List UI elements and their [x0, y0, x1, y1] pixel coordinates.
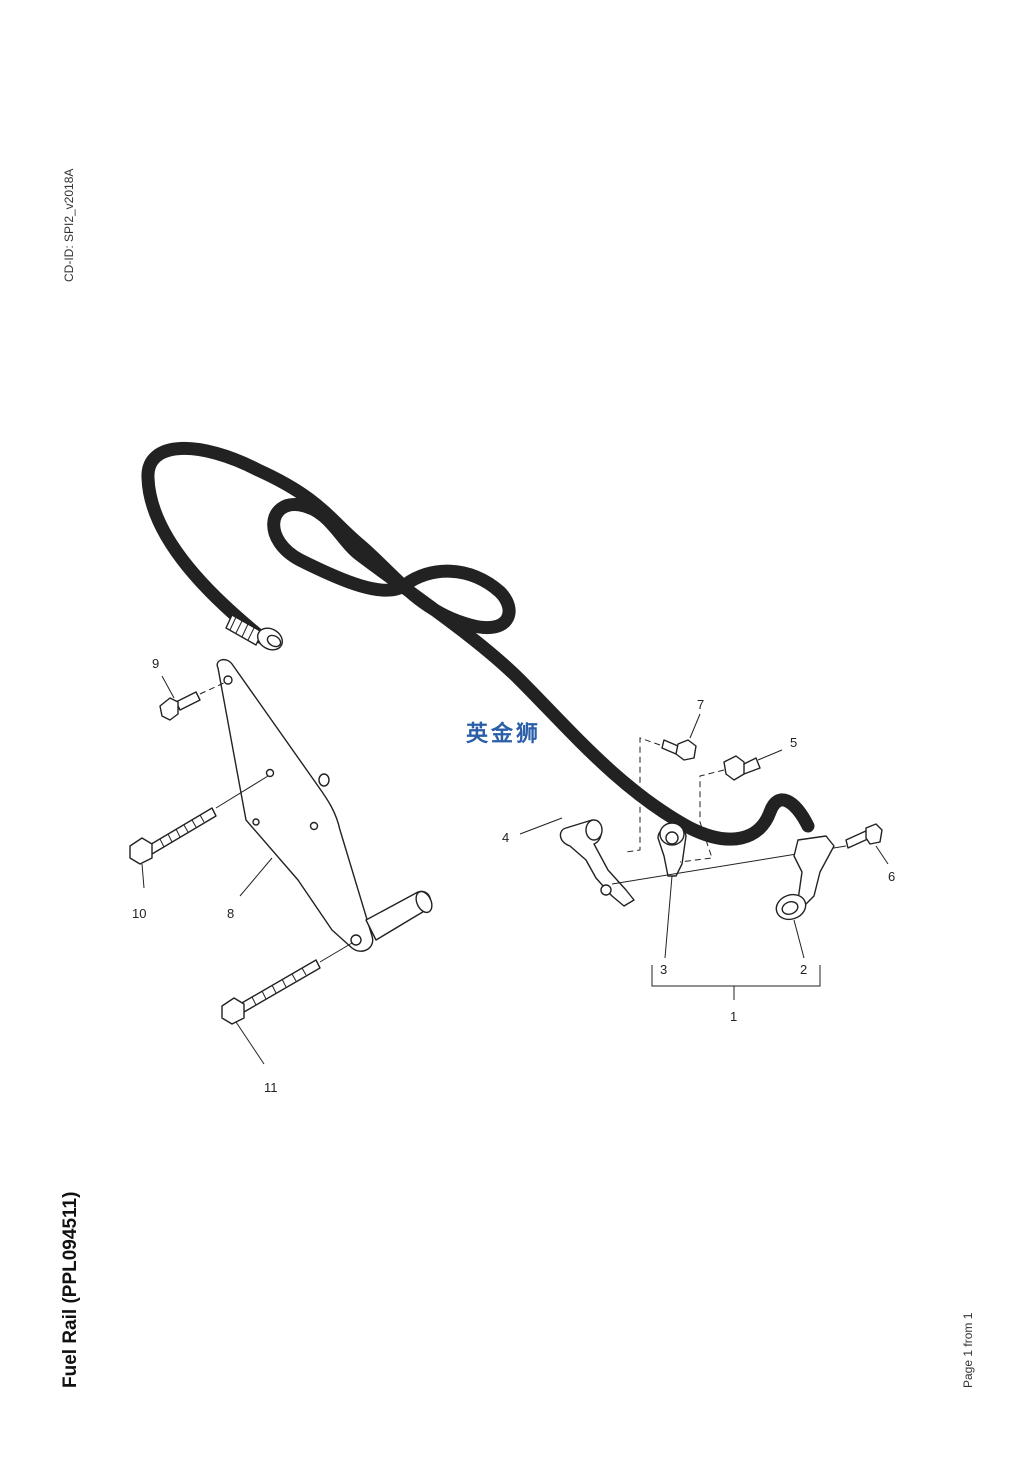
bolt-5: [679, 755, 761, 863]
bolt-10: [129, 775, 269, 865]
leader-lines: [141, 675, 889, 1065]
clip-3: [657, 822, 687, 877]
quick-connector-2: [775, 835, 835, 921]
mounting-bracket: [216, 658, 374, 952]
bolt-11: [221, 942, 353, 1025]
callout-11: 11: [264, 1080, 278, 1095]
callout-9: 9: [152, 656, 159, 671]
callout-6: 6: [888, 869, 895, 884]
clip-4: [559, 819, 635, 907]
callout-4: 4: [502, 830, 509, 845]
fuel-pipe: [141, 441, 815, 846]
watermark-logo: 英金狮: [466, 722, 542, 747]
callout-3: 3: [660, 962, 667, 977]
bolt-7: [625, 737, 697, 853]
callout-7: 7: [697, 697, 704, 712]
bracket-tube: [365, 890, 433, 941]
callout-1: 1: [730, 1009, 737, 1024]
hose-end-fitting: [225, 614, 284, 651]
bolt-9: [159, 681, 227, 721]
callout-5: 5: [790, 735, 797, 750]
callout-8: 8: [227, 906, 234, 921]
callout-10: 10: [132, 906, 146, 921]
bolt-6: [611, 823, 883, 885]
callout-2: 2: [800, 962, 807, 977]
callout-numbers: 1 2 3 4 5 6 7 8 9 10 11: [132, 656, 895, 1095]
